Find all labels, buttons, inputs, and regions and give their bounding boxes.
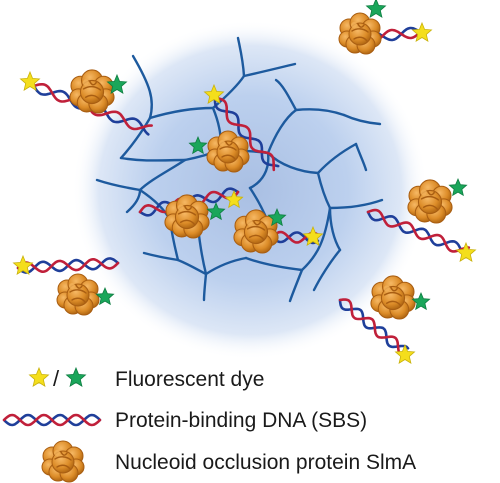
protein-blob-icon — [69, 69, 115, 114]
network-strand — [316, 142, 358, 175]
star-icon — [28, 366, 50, 387]
legend-dye-label: Fluorescent dye — [115, 368, 264, 391]
protein-blob-icon — [370, 275, 416, 320]
star-icon — [203, 83, 225, 104]
dna-helix-icon — [2, 413, 102, 427]
legend-dna-icon — [2, 413, 102, 427]
network-strand — [244, 256, 304, 272]
dna-helix-icon — [338, 298, 410, 357]
network-strand — [266, 108, 298, 155]
legend: / Fluorescent dye Protein-binding DNA (S… — [2, 366, 416, 483]
legend-dye-icons — [28, 366, 87, 387]
dna-helix-icon — [366, 208, 471, 258]
protein-layer — [56, 12, 453, 320]
network-strand — [354, 142, 368, 172]
network-strand — [119, 156, 187, 162]
network-strand — [328, 198, 384, 210]
star-icon — [106, 73, 128, 94]
legend-dye-separator: / — [53, 366, 60, 391]
network-strand — [242, 62, 297, 78]
network-strand — [300, 206, 332, 272]
legend-dna-label: Protein-binding DNA (SBS) — [115, 409, 367, 432]
protein-blob-icon — [41, 440, 85, 483]
network-strand — [138, 158, 187, 192]
star-icon — [224, 189, 244, 209]
network-strand — [328, 206, 342, 252]
network-strand — [95, 178, 142, 192]
legend-protein-icon — [41, 440, 85, 483]
network-strand — [342, 113, 382, 126]
network-strand — [131, 54, 154, 120]
legend-protein-label: Nucleoid occlusion protein SlmA — [115, 451, 416, 474]
network-strand — [142, 251, 180, 262]
star-icon — [365, 0, 387, 18]
star-icon — [394, 343, 416, 364]
network-strand — [274, 78, 298, 112]
star-icon — [19, 70, 41, 91]
star-layer — [12, 0, 477, 364]
network-strand — [202, 272, 208, 302]
protein-blob-icon — [164, 194, 210, 239]
star-icon — [12, 254, 34, 275]
star-icon — [267, 207, 287, 227]
star-icon — [95, 286, 115, 306]
protein-blob-icon — [206, 130, 250, 173]
dna-helix-icon — [16, 257, 120, 274]
network-strand — [119, 116, 152, 160]
star-icon — [188, 135, 208, 155]
network-strand — [248, 151, 270, 190]
protein-blob-icon — [407, 179, 453, 224]
star-icon — [302, 225, 324, 246]
network-strand — [204, 256, 248, 276]
network-strand — [148, 106, 215, 120]
network-strand — [288, 268, 304, 303]
network-strand — [236, 36, 246, 78]
network-strand — [312, 248, 342, 292]
star-icon — [411, 291, 431, 311]
network-strand — [125, 188, 142, 214]
star-icon — [206, 201, 226, 221]
network-strand — [294, 108, 346, 117]
star-icon — [65, 366, 87, 387]
star-icon — [411, 21, 433, 42]
protein-blob-icon — [338, 12, 382, 55]
dna-helix-icon — [213, 96, 280, 172]
star-icon — [448, 177, 468, 197]
protein-blob-icon — [56, 273, 100, 316]
star-icon — [455, 241, 477, 262]
protein-blob-icon — [233, 209, 279, 254]
network-strand — [316, 171, 332, 210]
network-strand — [176, 258, 208, 276]
